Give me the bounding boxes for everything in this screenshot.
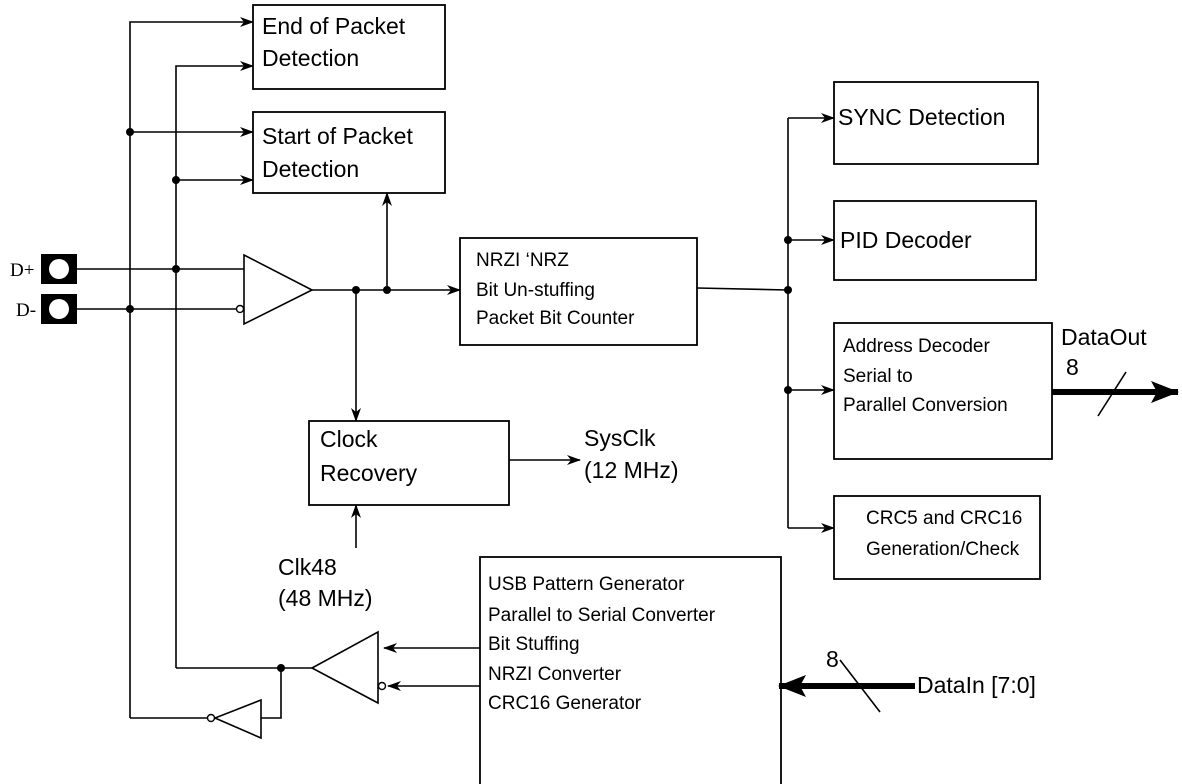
receiver-buffer <box>235 253 314 326</box>
block-start-of-packet-detection: Start of Packet Detection <box>252 111 446 194</box>
svg-text:NRZI ‘NRZ: NRZI ‘NRZ <box>476 250 569 271</box>
block-usb-pattern-generator: USB Pattern Generator Parallel to Serial… <box>479 556 782 784</box>
svg-text:Serial to: Serial to <box>843 366 913 387</box>
block-pid-decoder: PID Decoder <box>833 200 1037 281</box>
svg-text:Detection: Detection <box>262 156 359 182</box>
block-nrzi-decoder: NRZI ‘NRZ Bit Un-stuffing Packet Bit Cou… <box>459 237 698 346</box>
block-crc-check: CRC5 and CRC16 Generation/Check <box>833 495 1041 580</box>
svg-text:8: 8 <box>1066 354 1079 380</box>
pin-dminus: D- <box>16 294 77 324</box>
svg-text:Generation/Check: Generation/Check <box>866 539 1020 560</box>
svg-text:(48 MHz): (48 MHz) <box>278 585 373 611</box>
svg-text:USB Pattern Generator: USB Pattern Generator <box>488 574 685 595</box>
svg-text:DataIn [7:0]: DataIn [7:0] <box>917 672 1036 698</box>
inverter-buffer <box>206 698 262 740</box>
svg-text:Bit Un-stuffing: Bit Un-stuffing <box>476 280 595 301</box>
svg-text:Parallel Conversion: Parallel Conversion <box>843 395 1008 416</box>
clk48-label: Clk48 (48 MHz) <box>278 554 373 611</box>
svg-text:End of Packet: End of Packet <box>262 13 406 39</box>
svg-text:CRC5 and CRC16: CRC5 and CRC16 <box>866 508 1022 529</box>
sysclk-label: SysClk (12 MHz) <box>584 425 679 483</box>
junction-dots <box>126 128 792 672</box>
svg-text:D+: D+ <box>10 260 34 281</box>
dataout-bus: DataOut 8 <box>1052 324 1179 417</box>
svg-text:Clk48: Clk48 <box>278 554 337 580</box>
svg-text:CRC16 Generator: CRC16 Generator <box>488 693 642 714</box>
svg-text:PID Decoder: PID Decoder <box>840 227 972 253</box>
block-end-of-packet-detection: End of Packet Detection <box>252 4 446 90</box>
svg-text:Address Decoder: Address Decoder <box>843 336 990 357</box>
svg-text:NRZI Converter: NRZI Converter <box>488 664 622 685</box>
svg-text:(12 MHz): (12 MHz) <box>584 457 679 483</box>
svg-text:Packet Bit Counter: Packet Bit Counter <box>476 308 635 329</box>
svg-text:Clock: Clock <box>320 426 378 452</box>
svg-text:8: 8 <box>826 646 839 672</box>
svg-text:DataOut: DataOut <box>1061 324 1147 350</box>
svg-text:Bit Stuffing: Bit Stuffing <box>488 634 580 655</box>
block-sync-detection: SYNC Detection <box>833 81 1039 165</box>
datain-bus: 8 DataIn [7:0] <box>778 646 1036 713</box>
transmit-buffer <box>310 630 387 705</box>
svg-text:D-: D- <box>16 300 36 321</box>
svg-text:Recovery: Recovery <box>320 460 418 486</box>
svg-text:Start of Packet: Start of Packet <box>262 123 413 149</box>
block-address-decoder: Address Decoder Serial to Parallel Conve… <box>833 322 1053 460</box>
svg-text:SysClk: SysClk <box>584 425 656 451</box>
svg-text:Parallel to Serial Converter: Parallel to Serial Converter <box>488 605 716 626</box>
svg-text:Detection: Detection <box>262 45 359 71</box>
block-clock-recovery: Clock Recovery <box>308 420 510 506</box>
pin-dplus: D+ <box>10 254 77 284</box>
svg-text:SYNC Detection: SYNC Detection <box>838 104 1005 130</box>
